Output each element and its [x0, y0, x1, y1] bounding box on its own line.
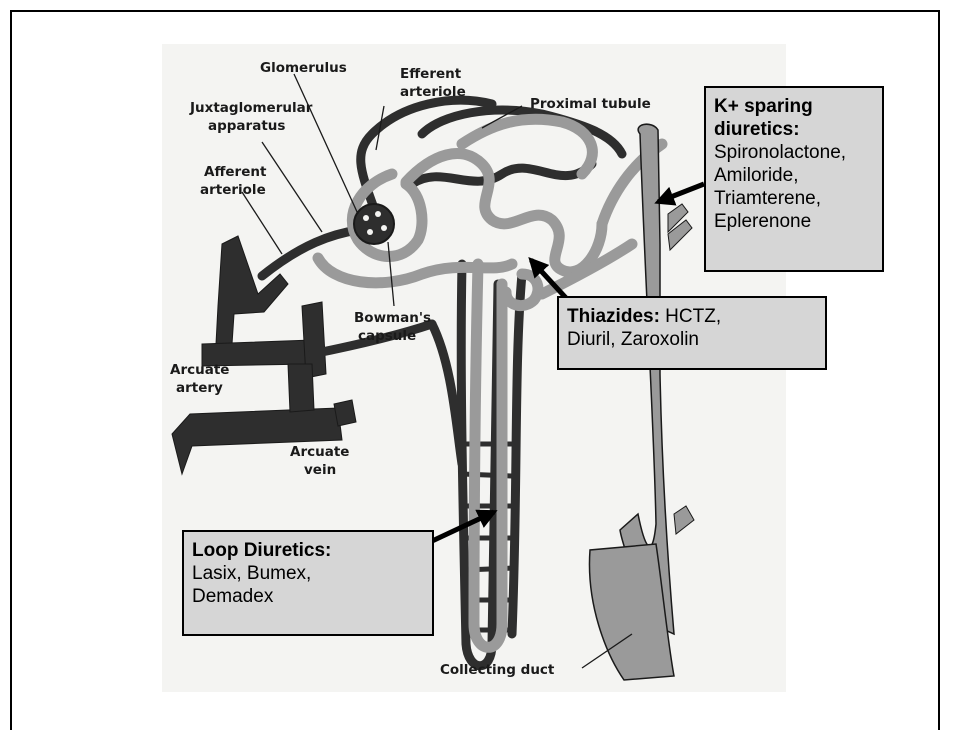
loop-line-3: Demadex	[192, 585, 424, 608]
vein-stub	[334, 400, 356, 426]
k-sparing-title-1: K+ sparing	[714, 95, 874, 118]
k-sparing-drug: Triamterene,	[714, 187, 874, 210]
loop-title: Loop Diuretics:	[192, 539, 424, 562]
glomerulus-dot	[381, 225, 387, 231]
callout-k-sparing-diuretics: K+ sparing diuretics: Spironolactone, Am…	[704, 86, 884, 272]
label-arcuate-artery-2: artery	[176, 380, 223, 396]
label-arcuate-vein-2: vein	[304, 462, 336, 478]
label-afferent-1: Afferent	[204, 164, 267, 180]
callout-loop-diuretics: Loop Diuretics: Lasix, Bumex, Demadex	[182, 530, 434, 636]
glomerulus-shape	[354, 204, 394, 244]
label-bowmans-1: Bowman's	[354, 310, 431, 326]
k-sparing-title-2: diuretics:	[714, 118, 874, 141]
thiazides-title: Thiazides:	[567, 306, 660, 327]
label-collecting-duct: Collecting duct	[440, 662, 555, 678]
callout-thiazides: Thiazides: HCTZ, Diuril, Zaroxolin	[557, 296, 827, 370]
label-juxta-2: apparatus	[208, 118, 285, 134]
thiazides-line-2: Diuril, Zaroxolin	[567, 328, 817, 351]
label-proximal-tubule: Proximal tubule	[530, 96, 651, 112]
loop-line-2: Lasix, Bumex,	[192, 562, 424, 585]
label-bowmans-2: capsule	[358, 328, 416, 344]
label-juxta-1: Juxtaglomerular	[189, 100, 313, 116]
label-efferent-1: Efferent	[400, 66, 462, 82]
label-glomerulus: Glomerulus	[260, 60, 347, 76]
label-efferent-2: arteriole	[400, 84, 466, 100]
k-sparing-drug: Amiloride,	[714, 164, 874, 187]
label-arcuate-artery-1: Arcuate	[170, 362, 229, 378]
glomerulus-ball	[354, 204, 394, 244]
k-sparing-drug: Eplerenone	[714, 210, 874, 233]
thiazides-line-1: HCTZ,	[660, 306, 721, 327]
k-sparing-drug: Spironolactone,	[714, 141, 874, 164]
glomerulus-dot	[367, 229, 373, 235]
glomerulus-dot	[375, 211, 381, 217]
label-afferent-2: arteriole	[200, 182, 266, 198]
label-arcuate-vein-1: Arcuate	[290, 444, 349, 460]
arcuate-vein-riser	[288, 364, 314, 412]
glomerulus-dot	[363, 215, 369, 221]
